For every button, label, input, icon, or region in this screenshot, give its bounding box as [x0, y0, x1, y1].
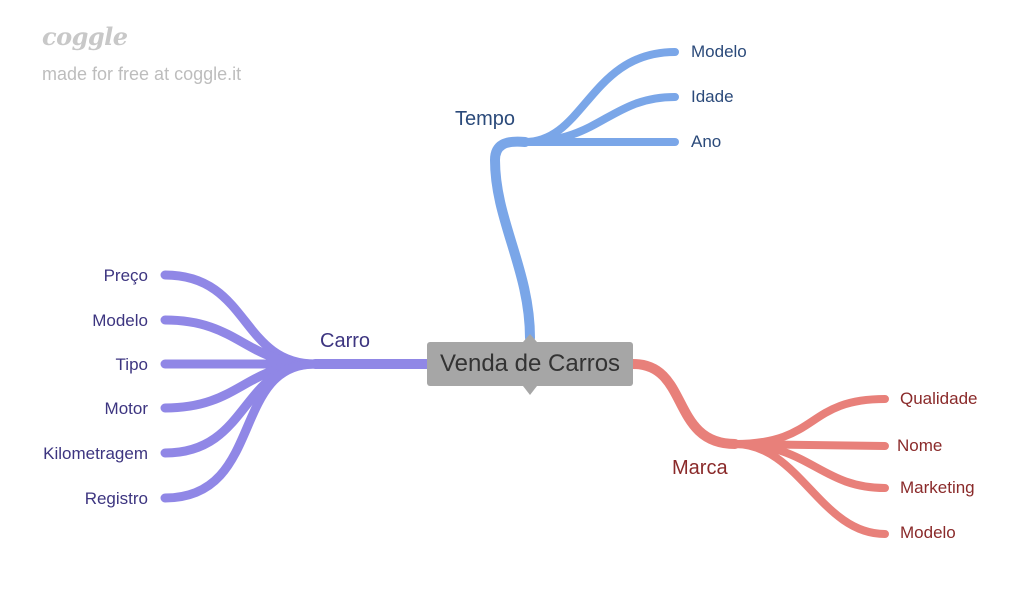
branch-node-carro[interactable]: Carro — [320, 330, 371, 352]
branch-node-marca[interactable]: Marca — [672, 457, 728, 479]
leaf-node-carro-motor[interactable]: Motor — [104, 399, 148, 418]
marca-leaf-branch-modelo — [731, 440, 889, 538]
marca-main-branch — [628, 359, 740, 449]
marca-leaf-branch-qualidade — [731, 395, 889, 448]
leaf-node-carro-kilometragem[interactable]: Kilometragem — [43, 444, 148, 463]
leaf-node-carro-tipo[interactable]: Tipo — [115, 355, 148, 374]
leaf-node-tempo-modelo[interactable]: Modelo — [691, 42, 747, 61]
branch-node-tempo[interactable]: Tempo — [455, 108, 516, 130]
carro-leaf-branch-registro — [160, 359, 320, 503]
leaf-node-marca-qualidade[interactable]: Qualidade — [900, 389, 978, 408]
leaf-node-carro-modelo[interactable]: Modelo — [92, 311, 148, 330]
coggle-logo[interactable]: coggle — [42, 22, 128, 51]
leaf-node-marca-nome[interactable]: Nome — [897, 436, 943, 455]
center-node[interactable]: Venda de Carros — [427, 342, 633, 386]
leaf-node-tempo-ano[interactable]: Ano — [691, 132, 722, 151]
leaf-node-carro-preco[interactable]: Preço — [103, 266, 148, 285]
leaf-node-marca-modelo[interactable]: Modelo — [900, 523, 956, 542]
tempo-main-branch — [489, 136, 535, 343]
center-bottom-connector-icon — [523, 386, 537, 395]
leaf-node-carro-registro[interactable]: Registro — [84, 489, 148, 508]
center-top-connector-icon — [523, 334, 537, 342]
leaf-node-marca-marketing[interactable]: Marketing — [900, 478, 975, 497]
coggle-tagline[interactable]: made for free at coggle.it — [42, 64, 242, 84]
leaf-node-tempo-idade[interactable]: Idade — [691, 87, 734, 106]
center-node-label: Venda de Carros — [439, 350, 621, 377]
